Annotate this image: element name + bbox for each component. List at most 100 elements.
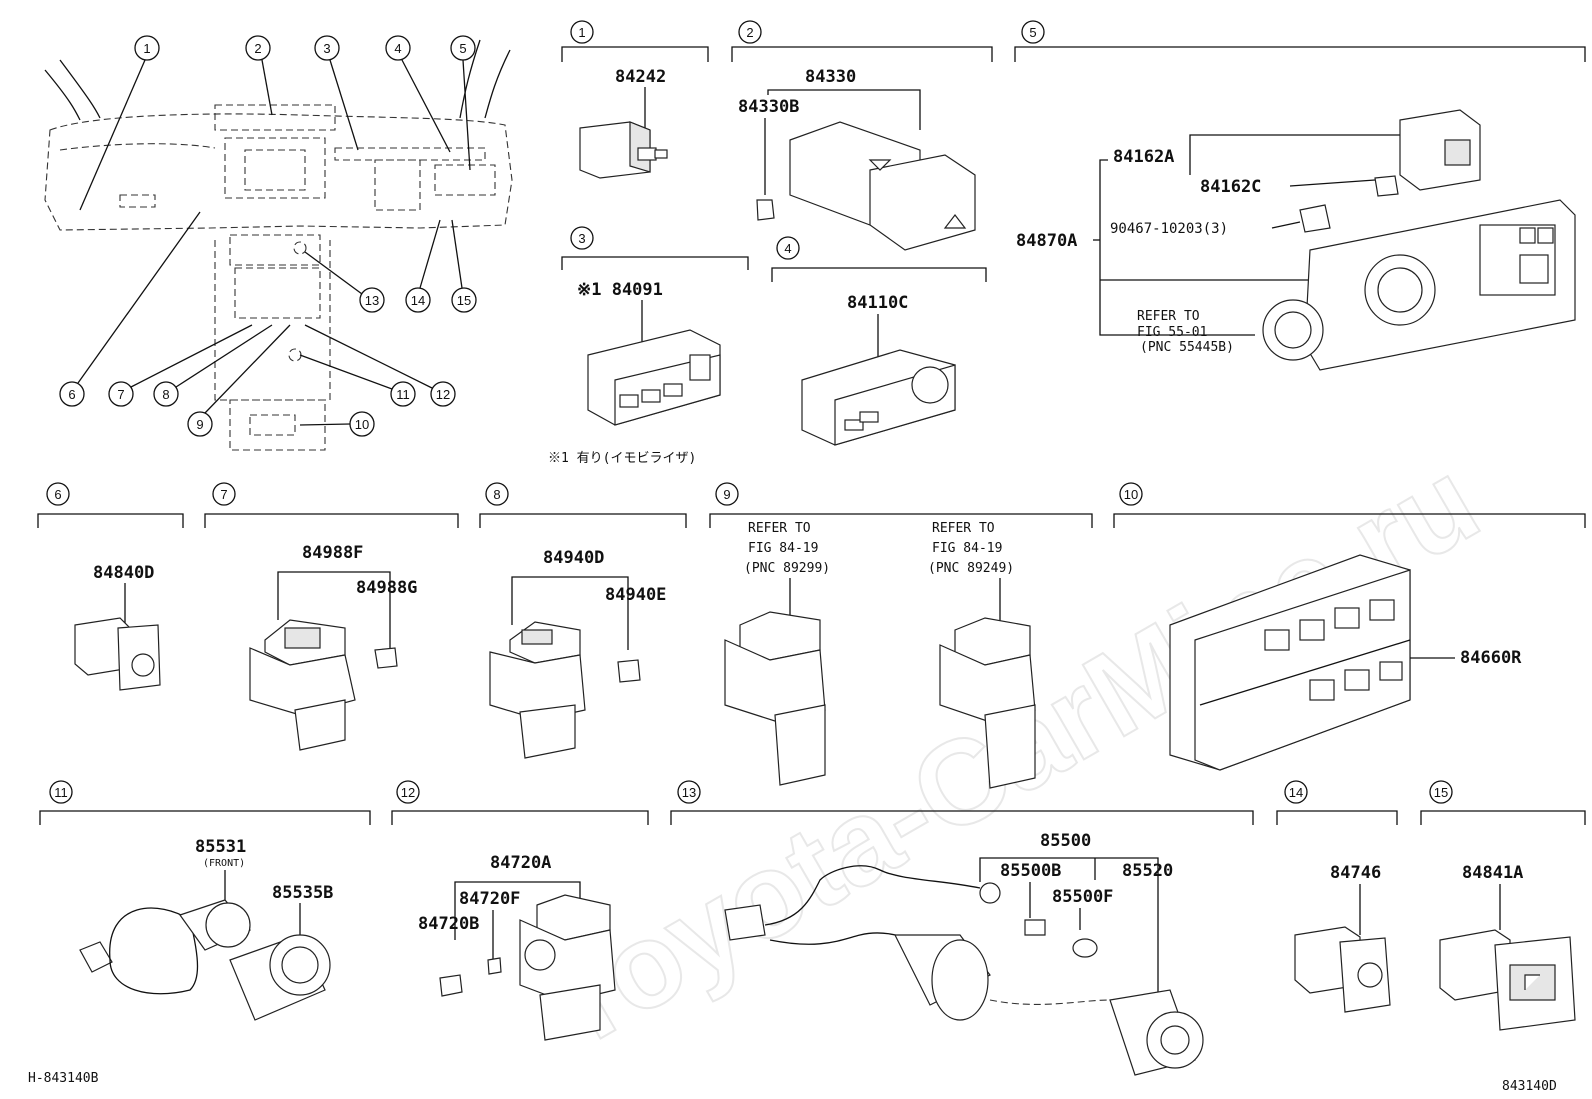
svg-text:6: 6 xyxy=(54,487,61,502)
section-header-10: 10 xyxy=(1113,482,1586,528)
svg-text:13: 13 xyxy=(682,785,696,800)
svg-text:3: 3 xyxy=(323,41,330,56)
svg-text:5: 5 xyxy=(1029,25,1036,40)
part-number: 84870A xyxy=(1016,231,1077,251)
svg-text:14: 14 xyxy=(411,293,425,308)
callout-8: 8 xyxy=(153,324,273,407)
svg-text:15: 15 xyxy=(457,293,471,308)
part-number: 84162C xyxy=(1200,177,1261,197)
callout-7: 7 xyxy=(108,324,253,407)
section-5: 84162A 84162C 84870A 90467-10203(3) REFE… xyxy=(1016,109,1576,371)
section-8: 84940D 84940E xyxy=(489,548,666,759)
svg-text:4: 4 xyxy=(784,241,791,256)
section-header-5: 5 xyxy=(1014,20,1586,62)
section-14: 84746 xyxy=(1294,863,1391,1013)
part-number: 85535B xyxy=(272,883,333,903)
refer-note: REFER TO xyxy=(932,521,995,536)
section-9: REFER TO FIG 84-19 (PNC 89299) REFER TO … xyxy=(724,521,1036,789)
callout-13: 13 xyxy=(304,251,385,313)
section-header-1: 1 xyxy=(561,20,709,62)
section-header-2: 2 xyxy=(731,20,993,62)
section-4: 84110C xyxy=(801,293,956,446)
section-13: 85500 85500B 85500F 85520 xyxy=(724,831,1204,1076)
section-header-7: 7 xyxy=(204,482,459,528)
section-12: 84720A 84720F 84720B xyxy=(418,853,616,1041)
callout-5: 5 xyxy=(450,35,476,171)
section-10: 84660R xyxy=(1169,554,1522,771)
callout-4: 4 xyxy=(385,35,451,153)
section-header-9: 9 xyxy=(709,482,1093,528)
svg-text:14: 14 xyxy=(1289,785,1303,800)
refer-note: REFER TO xyxy=(748,521,811,536)
part-number: 85520 xyxy=(1122,861,1173,881)
part-number: 85500F xyxy=(1052,887,1113,907)
part-number: 84746 xyxy=(1330,863,1381,883)
callout-10: 10 xyxy=(299,411,375,437)
section-header-13: 13 xyxy=(670,780,1254,825)
svg-text:2: 2 xyxy=(254,41,261,56)
section-header-12: 12 xyxy=(391,780,649,825)
part-number: 84162A xyxy=(1113,147,1174,167)
svg-text:5: 5 xyxy=(459,41,466,56)
svg-text:11: 11 xyxy=(396,387,410,402)
svg-text:8: 8 xyxy=(162,387,169,402)
part-number: 84720F xyxy=(459,889,520,909)
svg-text:2: 2 xyxy=(746,25,753,40)
part-number: 84940D xyxy=(543,548,604,568)
refer-note: FIG 84-19 xyxy=(748,541,818,556)
svg-text:13: 13 xyxy=(365,293,379,308)
diagram-code-right: 843140D xyxy=(1502,1079,1557,1094)
part-number: 84242 xyxy=(615,67,666,87)
callout-1: 1 xyxy=(79,35,160,211)
svg-text:3: 3 xyxy=(578,231,585,246)
part-number: 85531 xyxy=(195,837,246,857)
section-7: 84988F 84988G xyxy=(249,543,417,751)
part-number: 84988G xyxy=(356,578,417,598)
refer-note: FIG 55-01 xyxy=(1137,325,1207,340)
callout-14: 14 xyxy=(405,219,441,313)
part-number: 84720B xyxy=(418,914,479,934)
svg-text:7: 7 xyxy=(220,487,227,502)
callout-2: 2 xyxy=(245,35,273,116)
section-15: 84841A xyxy=(1439,863,1576,1031)
callout-15: 15 xyxy=(451,219,477,313)
dashboard-overview xyxy=(44,39,513,451)
section-header-14: 14 xyxy=(1276,780,1398,825)
section-3: ※1 84091 ※1 有り(イモビライザ) xyxy=(548,280,721,466)
callout-6: 6 xyxy=(59,211,201,407)
refer-note: (PNC 55445B) xyxy=(1140,340,1234,355)
svg-text:1: 1 xyxy=(578,25,585,40)
callout-9: 9 xyxy=(187,324,291,437)
part-number: 85500B xyxy=(1000,861,1061,881)
footnote: ※1 有り(イモビライザ) xyxy=(548,451,696,466)
section-1: 84242 xyxy=(579,67,668,179)
svg-text:6: 6 xyxy=(68,387,75,402)
svg-text:1: 1 xyxy=(143,41,150,56)
svg-text:7: 7 xyxy=(117,387,124,402)
svg-text:11: 11 xyxy=(54,785,68,800)
svg-text:15: 15 xyxy=(1434,785,1448,800)
callout-3: 3 xyxy=(314,35,359,151)
section-header-15: 15 xyxy=(1420,780,1586,825)
part-number: 84988F xyxy=(302,543,363,563)
part-number: 90467-10203(3) xyxy=(1110,221,1228,237)
svg-text:8: 8 xyxy=(493,487,500,502)
part-number: 85500 xyxy=(1040,831,1091,851)
svg-text:10: 10 xyxy=(1124,487,1138,502)
part-number: 84841A xyxy=(1462,863,1523,883)
refer-note: FIG 84-19 xyxy=(932,541,1002,556)
svg-text:10: 10 xyxy=(355,417,369,432)
part-number: 84330 xyxy=(805,67,856,87)
part-number: ※1 84091 xyxy=(577,280,663,300)
svg-text:12: 12 xyxy=(436,387,450,402)
refer-note: (PNC 89249) xyxy=(928,561,1014,576)
svg-text:9: 9 xyxy=(723,487,730,502)
part-number: 84940E xyxy=(605,585,666,605)
section-6: 84840D xyxy=(74,563,161,691)
section-header-4: 4 xyxy=(771,236,987,282)
part-number: 84110C xyxy=(847,293,908,313)
callout-12: 12 xyxy=(304,324,456,407)
section-headers: 1 2 3 4 5 6 7 8 9 10 11 12 13 14 15 xyxy=(37,20,1586,825)
refer-note: (PNC 89299) xyxy=(744,561,830,576)
